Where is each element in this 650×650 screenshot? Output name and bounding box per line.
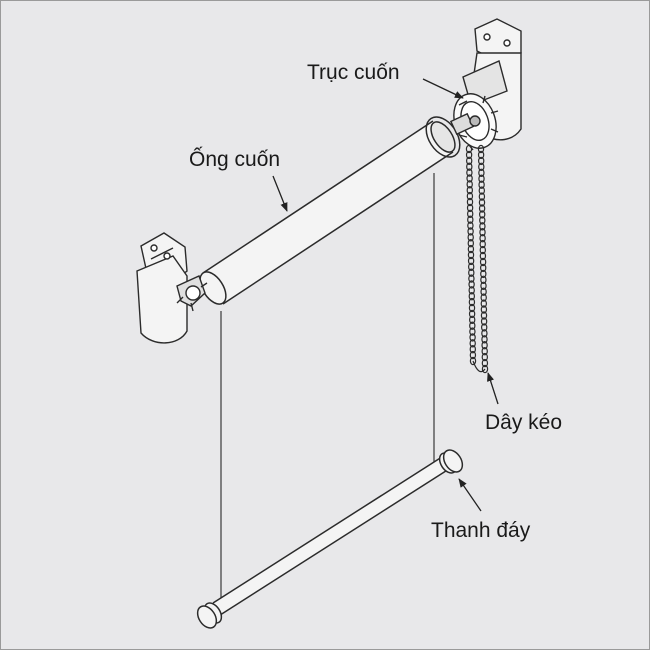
- pull-chain: [465, 144, 489, 374]
- chain-bead: [479, 245, 486, 255]
- chain-bead: [480, 299, 487, 308]
- chain-bead: [466, 174, 473, 183]
- chain-bead: [468, 280, 475, 289]
- chain-bead: [477, 150, 485, 160]
- chain-bead: [478, 174, 485, 183]
- chain-bead: [479, 233, 486, 243]
- chain-bead: [468, 274, 475, 283]
- chain-bead: [468, 309, 476, 319]
- chain-bead: [481, 341, 488, 350]
- chain-bead: [478, 192, 486, 201]
- chain-bead: [469, 315, 476, 324]
- chain-bead: [466, 168, 473, 177]
- chain-bead: [478, 162, 485, 171]
- chain-bead: [480, 269, 487, 279]
- chain-bead: [479, 239, 486, 249]
- chain-bead: [469, 356, 477, 366]
- bottom-bar: [196, 449, 464, 629]
- chain-bead: [479, 210, 486, 219]
- chain-bead: [480, 287, 487, 296]
- chain-bead: [466, 162, 473, 171]
- chain-bead: [479, 257, 487, 267]
- chain-bead: [479, 251, 487, 261]
- chain-bead: [466, 156, 473, 165]
- chain-bead: [481, 352, 488, 362]
- chain-bead: [466, 197, 474, 207]
- chain-bead: [480, 317, 488, 326]
- chain-bead: [478, 186, 485, 195]
- chain-bead: [478, 204, 486, 213]
- chain-bead: [467, 209, 474, 218]
- chain-bead: [469, 327, 476, 336]
- chain-bead: [478, 156, 485, 166]
- chain-bead: [468, 268, 475, 277]
- chain-bead: [479, 227, 486, 237]
- arrow-thanh-day: [458, 478, 482, 512]
- chain-bead: [481, 347, 488, 356]
- chain-bead: [467, 221, 474, 230]
- chain-bead: [466, 191, 474, 201]
- label-truc-cuon: Trục cuốn: [307, 61, 400, 84]
- chain-bead: [467, 238, 474, 248]
- roller-tube: [199, 116, 461, 305]
- arrow-ong-cuon: [272, 175, 288, 212]
- chain-bead: [465, 150, 473, 160]
- label-thanh-day: Thanh đáy: [431, 519, 531, 542]
- blind-fabric: [220, 173, 435, 601]
- chain-bead: [468, 286, 475, 295]
- chain-bead: [469, 350, 477, 360]
- arrow-truc-cuon: [422, 78, 464, 99]
- chain-bead: [466, 185, 473, 195]
- chain-bead: [479, 216, 486, 225]
- chain-bead: [468, 303, 476, 313]
- chain-bead: [481, 335, 488, 344]
- chain-bead: [478, 198, 486, 207]
- chain-bead: [467, 233, 474, 242]
- chain-bead: [480, 263, 487, 273]
- chain-bead: [469, 339, 476, 348]
- chain-bead: [467, 250, 475, 260]
- chain-bead: [467, 256, 475, 266]
- chain-bead: [480, 275, 487, 284]
- label-day-keo: Dây kéo: [485, 411, 563, 434]
- chain-bead: [465, 144, 473, 154]
- chain-bead: [466, 180, 473, 189]
- chain-bead: [478, 168, 485, 177]
- chain-bead: [477, 144, 485, 154]
- chain-bead: [467, 244, 475, 254]
- chain-bead: [480, 305, 488, 314]
- chain-bead: [479, 222, 486, 231]
- chain-bead: [468, 297, 476, 307]
- chain-bead: [468, 292, 475, 301]
- chain-loop: [472, 360, 486, 373]
- chain-bead: [469, 345, 476, 354]
- chain-bead: [469, 333, 476, 342]
- chain-bead: [481, 329, 488, 338]
- chain-bead: [480, 311, 488, 320]
- callout-arrows: [272, 78, 499, 512]
- chain-bead: [468, 262, 475, 271]
- chain-bead: [481, 364, 489, 374]
- chain-bead: [478, 180, 485, 189]
- right-bracket: [449, 18, 522, 151]
- chain-bead: [466, 203, 474, 213]
- chain-bead: [481, 323, 488, 332]
- chain-bead: [467, 215, 474, 224]
- label-ong-cuon: Ống cuốn: [189, 148, 281, 171]
- chain-bead: [467, 227, 474, 236]
- chain-bead: [469, 321, 476, 330]
- arrow-day-keo: [487, 372, 499, 405]
- left-bracket: [136, 232, 208, 344]
- chain-bead: [480, 293, 487, 302]
- chain-bead: [480, 281, 487, 290]
- chain-bead: [481, 358, 489, 368]
